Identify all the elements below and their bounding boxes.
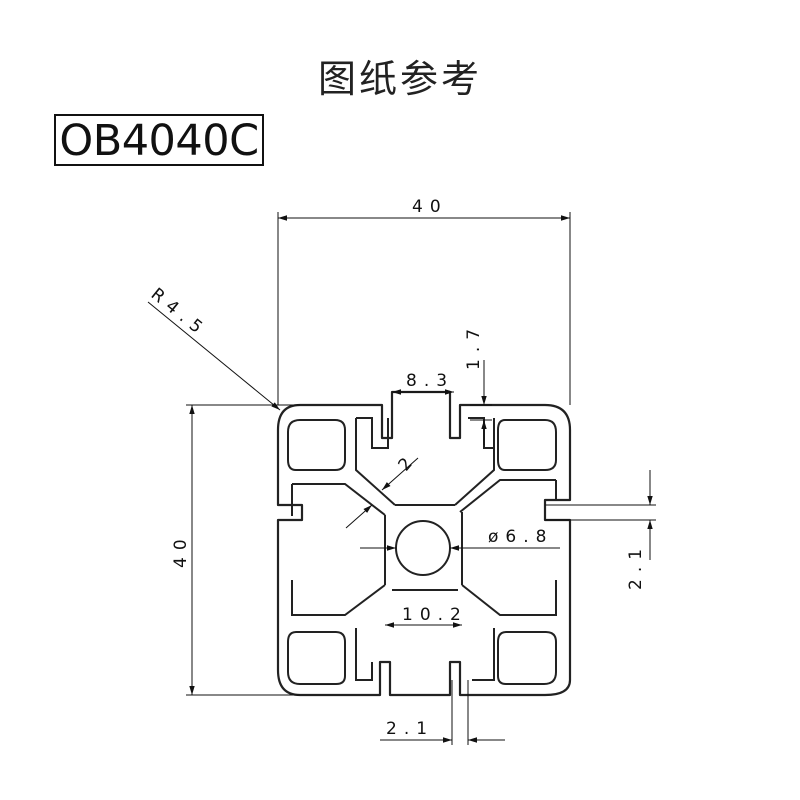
model-code-box: OB4040C <box>54 114 264 166</box>
model-code: OB4040C <box>59 116 259 166</box>
dim-slot-lip-label: 1.7 <box>464 322 484 370</box>
slot-shapes <box>291 417 557 681</box>
center-bore <box>395 520 451 576</box>
profile-outline <box>276 390 572 697</box>
dim-width-label: 40 <box>412 197 448 217</box>
dim-side-wall-label: 2.1 <box>626 542 646 590</box>
dim-bottom-wall-label: 2.1 <box>386 719 434 739</box>
dim-height-label: 40 <box>171 532 191 568</box>
dimension-lines <box>147 212 656 745</box>
dim-bore-label: ø6.8 <box>488 527 553 547</box>
dim-slot-opening-label: 8.3 <box>406 371 454 391</box>
corner-cavities <box>287 419 557 685</box>
dim-core-label: 10.2 <box>402 605 468 625</box>
dim-radius-label: R4.5 <box>147 284 212 342</box>
dim-wall-label: 2 <box>395 449 422 476</box>
page-title: 图纸参考 <box>317 57 482 101</box>
